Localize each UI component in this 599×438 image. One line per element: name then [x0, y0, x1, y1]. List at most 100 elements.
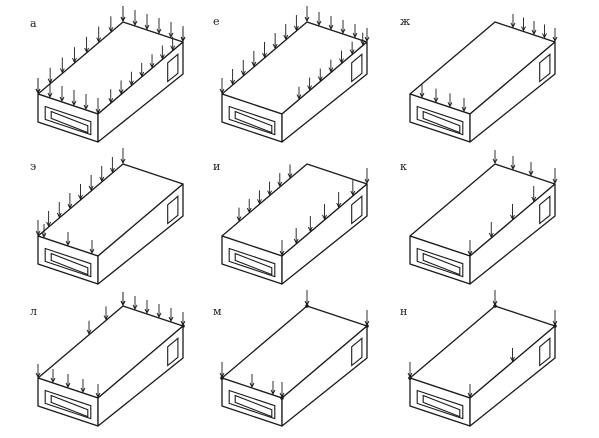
load-arrowhead — [249, 382, 255, 389]
load-arrowhead — [339, 58, 344, 64]
load-arrowhead — [108, 27, 114, 33]
load-arrowhead — [59, 96, 65, 103]
front-opening — [416, 247, 464, 278]
load-arrowhead — [262, 52, 267, 59]
box-side-face — [469, 41, 556, 143]
load-arrowhead — [277, 181, 283, 188]
front-opening — [44, 247, 92, 278]
side-opening — [351, 53, 363, 83]
panel-label: к — [400, 160, 407, 173]
load-arrowhead — [59, 68, 65, 74]
load-arrowhead — [364, 178, 370, 185]
load-arrowhead — [139, 71, 145, 78]
front-opening — [228, 105, 276, 136]
load-arrowhead — [433, 97, 439, 103]
load-arrowhead — [78, 194, 83, 201]
load-arrowhead — [230, 79, 236, 86]
front-opening-recess — [422, 110, 461, 134]
load-arrowhead — [156, 312, 162, 319]
load-arrowhead — [272, 43, 278, 50]
load-arrowhead — [65, 382, 71, 389]
side-opening — [167, 337, 179, 367]
corner-support — [220, 376, 224, 380]
load-arrowhead — [510, 22, 516, 29]
load-arrowhead — [296, 94, 302, 100]
load-arrowhead — [317, 76, 323, 82]
front-opening — [44, 105, 92, 136]
corner-support — [305, 304, 309, 308]
load-arrowhead — [128, 80, 134, 86]
box-side-face — [281, 183, 368, 285]
load-arrowhead — [156, 28, 162, 35]
load-arrowhead — [279, 250, 285, 257]
side-opening — [539, 195, 551, 225]
load-arrowhead — [447, 102, 453, 108]
load-arrowhead — [95, 392, 101, 399]
front-opening-recess — [50, 252, 89, 276]
load-arrowhead — [120, 16, 126, 23]
load-arrowhead — [510, 164, 516, 171]
load-arrowhead — [83, 104, 89, 111]
side-opening — [539, 337, 551, 367]
load-arrowhead — [67, 203, 73, 210]
panel-label: е — [213, 15, 220, 28]
load-arrowhead — [287, 173, 293, 179]
load-arrowhead — [307, 85, 313, 91]
load-arrowhead — [340, 28, 346, 35]
load-arrowhead — [316, 20, 322, 27]
load-arrowhead — [95, 108, 101, 115]
load-arrowhead — [552, 36, 558, 43]
panel-i: и — [213, 160, 370, 285]
load-arrowhead — [488, 232, 494, 239]
front-opening — [228, 389, 276, 420]
side-opening — [539, 53, 551, 83]
panel-label: ж — [400, 15, 410, 28]
load-arrowhead — [46, 221, 52, 228]
panel-a: а — [30, 6, 186, 143]
front-opening-recess — [50, 110, 89, 134]
load-arrowhead — [552, 178, 558, 185]
side-opening — [351, 337, 363, 367]
load-arrowhead — [328, 67, 334, 73]
load-arrowhead — [419, 92, 425, 99]
load-arrowhead — [322, 214, 327, 221]
front-opening — [44, 389, 92, 420]
panel-n: н — [400, 290, 558, 427]
load-arrowhead — [492, 158, 498, 165]
load-arrowhead — [144, 308, 150, 315]
panel-m: м — [213, 290, 370, 427]
load-arrowhead — [180, 36, 186, 43]
load-arrowhead — [132, 304, 138, 311]
load-arrowhead — [349, 49, 355, 55]
load-arrowhead — [542, 33, 547, 39]
panel-label: э — [30, 160, 36, 173]
load-arrowhead — [120, 300, 126, 307]
load-arrowhead — [86, 329, 92, 335]
box-side-face — [281, 325, 368, 427]
load-arrowhead — [467, 250, 473, 257]
box-side-face — [97, 325, 184, 427]
load-arrowhead — [270, 389, 276, 396]
front-opening-recess — [234, 110, 273, 134]
front-opening — [416, 389, 464, 420]
side-opening — [351, 195, 363, 225]
load-arrowhead — [84, 47, 90, 53]
load-arrowhead — [531, 29, 537, 36]
load-arrowhead — [531, 196, 537, 203]
load-arrowhead — [65, 240, 71, 247]
load-arrowhead — [47, 92, 53, 99]
panel-l: л — [30, 292, 186, 427]
load-arrowhead — [328, 24, 334, 31]
load-arrowhead — [267, 190, 273, 196]
front-opening — [416, 105, 464, 136]
front-opening-recess — [234, 252, 273, 276]
load-arrowhead — [89, 248, 95, 255]
front-opening-recess — [422, 394, 461, 418]
load-arrowhead — [108, 97, 114, 104]
load-arrowhead — [283, 34, 289, 41]
load-arrowhead — [96, 37, 102, 43]
load-arrowhead — [350, 190, 356, 197]
panel-label: л — [30, 305, 37, 318]
load-arrowhead — [71, 100, 77, 107]
load-arrowhead — [41, 232, 47, 239]
